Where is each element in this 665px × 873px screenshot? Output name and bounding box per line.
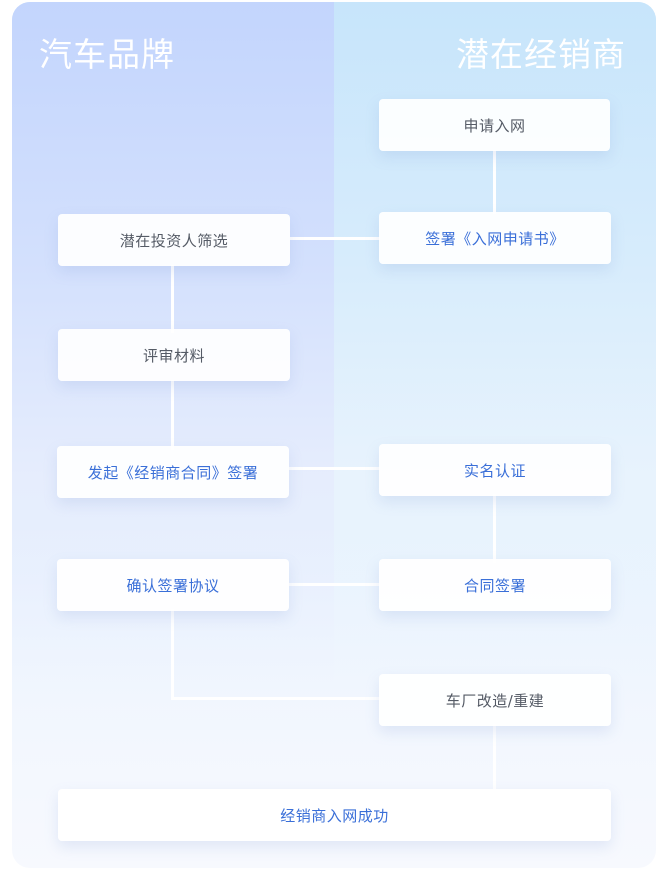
connector-confirm-down [171, 609, 174, 700]
step-contract-sign: 合同签署 [379, 559, 611, 611]
step-apply: 申请入网 [379, 99, 610, 151]
connector-renovation-to-success [493, 724, 496, 791]
step-real-name: 实名认证 [379, 444, 611, 496]
column-title-potential-dealer: 潜在经销商 [456, 35, 626, 74]
connector-confirm-to-contract [289, 583, 380, 586]
connector-initiate-to-realname [289, 467, 380, 470]
step-renovation: 车厂改造/重建 [379, 674, 611, 726]
connector-screening-to-review [171, 265, 174, 333]
step-review: 评审材料 [58, 329, 290, 381]
step-screening: 潜在投资人筛选 [58, 214, 290, 266]
connector-review-to-initiate [171, 380, 174, 450]
connector-realname-to-contract [493, 494, 496, 563]
flow-panel: 汽车品牌 潜在经销商 申请入网 签署《入网申请书》 潜在投资人筛选 评审材料 发… [12, 2, 656, 868]
connector-confirm-to-renovation [171, 697, 380, 700]
step-sign-application: 签署《入网申请书》 [379, 212, 611, 264]
column-title-car-brand: 汽车品牌 [39, 35, 175, 74]
step-success: 经销商入网成功 [58, 789, 611, 841]
connector-apply-to-sign [493, 150, 496, 214]
connector-screening-to-sign [290, 237, 380, 240]
step-confirm-agreement: 确认签署协议 [57, 559, 289, 611]
step-initiate-contract: 发起《经销商合同》签署 [57, 446, 289, 498]
